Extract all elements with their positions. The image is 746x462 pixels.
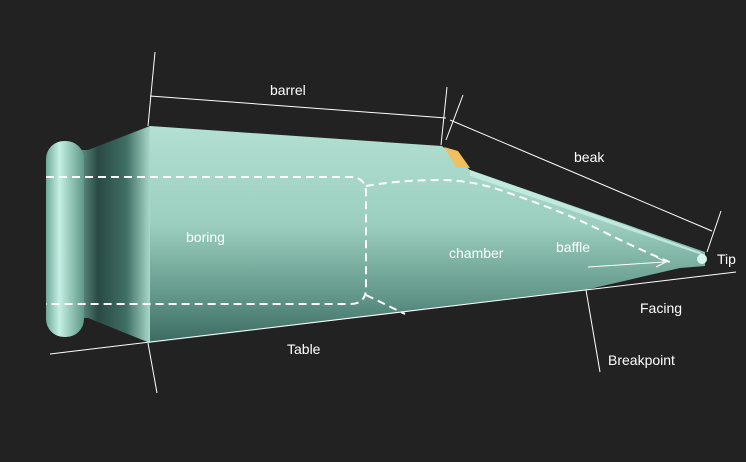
label-tip: Tip [717,251,736,267]
tip-point [697,254,707,264]
beak-extension [446,95,463,140]
label-table: Table [287,341,321,357]
label-barrel: barrel [270,82,306,98]
label-facing: Facing [640,300,682,316]
label-beak: beak [574,149,605,165]
label-baffle: baffle [556,239,590,255]
mouthpiece-body [150,126,705,343]
mouthpiece-ring [46,141,84,337]
barrel-right-extension [441,87,447,145]
tip-extension [707,211,721,252]
label-breakpoint: Breakpoint [608,352,675,368]
breakpoint-line [586,290,600,372]
label-chamber: chamber [449,245,504,261]
label-boring: boring [186,229,225,245]
barrel-left-extension [148,52,155,126]
barrel-dimension-line [150,96,446,118]
table-left-extension [148,343,157,393]
